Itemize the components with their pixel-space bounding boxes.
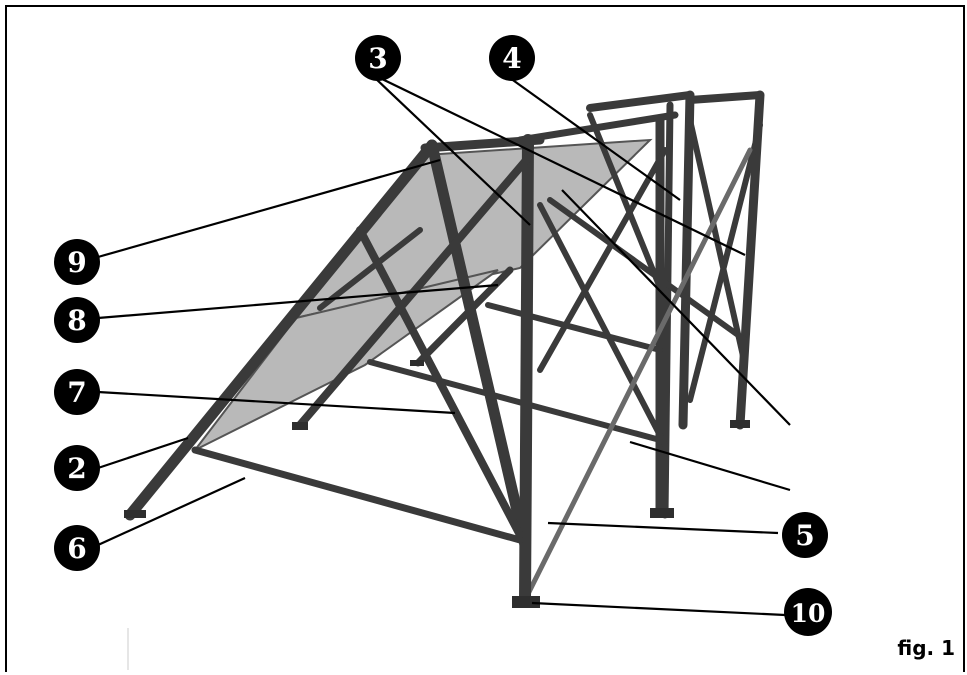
figure-border (5, 5, 965, 672)
callout-6-label: 6 (67, 532, 86, 565)
leader-3b (379, 77, 746, 256)
foot-front-left (124, 510, 146, 518)
callout-5: 5 (782, 512, 828, 558)
foot-middle-right (650, 508, 674, 518)
callout-7: 7 (54, 369, 100, 415)
callout-10-label: 10 (791, 599, 826, 628)
leader-7 (97, 390, 456, 415)
leader-4 (509, 77, 681, 201)
leader-10 (531, 601, 786, 617)
callout-3-label: 3 (368, 42, 387, 75)
callout-9-label: 9 (67, 246, 86, 279)
callout-4-label: 4 (502, 42, 521, 75)
rear-frame (547, 90, 765, 519)
foot-front-right (512, 596, 540, 608)
foot-middle-left (410, 360, 424, 366)
callout-8-label: 8 (67, 304, 86, 337)
leader-6 (97, 476, 246, 547)
leader-5a (547, 521, 779, 535)
callout-3: 3 (355, 35, 401, 81)
callout-7-label: 7 (67, 376, 86, 409)
leader-5b (629, 440, 791, 492)
base-plates (124, 360, 750, 608)
foot-rear-left (292, 422, 308, 430)
leader-3a (374, 77, 531, 226)
leader-9 (97, 158, 441, 259)
foot-rear-right (730, 420, 750, 428)
callout-10: 10 (784, 588, 832, 636)
callout-9: 9 (54, 239, 100, 285)
leader-2 (97, 436, 189, 470)
callout-8: 8 (54, 297, 100, 343)
callout-5-label: 5 (795, 519, 814, 552)
middle-frame (367, 111, 753, 603)
callout-2: 2 (54, 445, 100, 491)
leader-8 (97, 283, 499, 320)
callout-4: 4 (489, 35, 535, 81)
callout-2-label: 2 (67, 452, 86, 485)
leader-5c (561, 189, 791, 426)
callout-6: 6 (54, 525, 100, 571)
figure-caption: fig. 1 (897, 636, 955, 660)
leader-lines (97, 77, 791, 617)
